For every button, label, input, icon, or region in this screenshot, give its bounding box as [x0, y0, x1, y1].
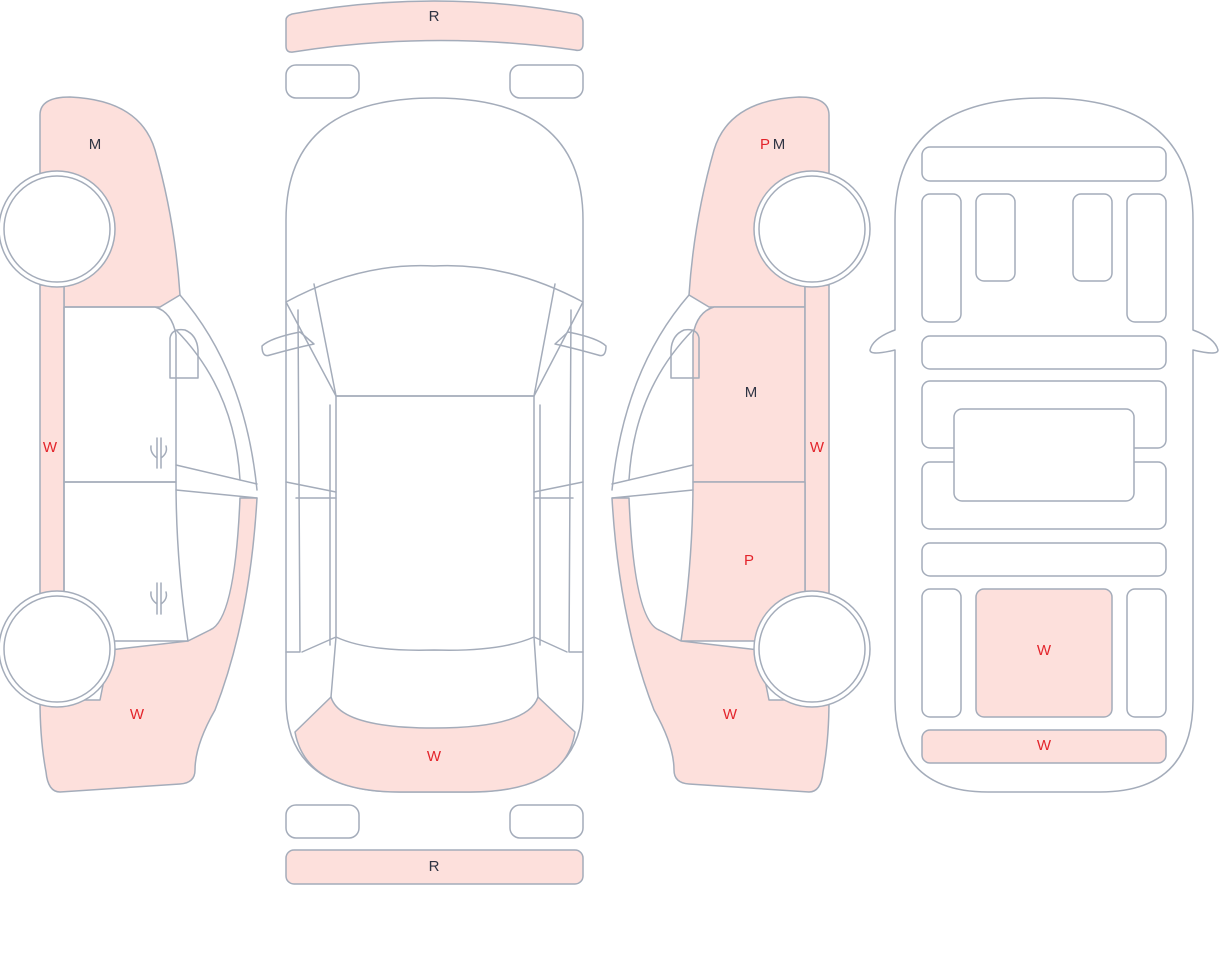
front-bumper-code: R: [429, 8, 440, 25]
right-headlight: [509, 64, 584, 99]
left-roof-rail: [175, 464, 258, 499]
top-right-mirror: [554, 331, 607, 357]
underbody-rear-center-code: W: [1037, 642, 1052, 659]
right-rear-quarter-code: W: [723, 706, 738, 723]
left-mirror: [169, 328, 199, 379]
left-headlight: [285, 64, 360, 99]
underbody-front-right-rail[interactable]: [1126, 193, 1167, 323]
left-rear-door[interactable]: [63, 481, 189, 642]
right-front-fender-code-2: M: [773, 136, 786, 153]
rear-bumper[interactable]: [285, 849, 584, 885]
right-mirror: [670, 328, 700, 379]
underbody-rear-center[interactable]: [975, 588, 1113, 718]
right-front-door[interactable]: [692, 306, 806, 483]
left-side-view: M W W: [0, 96, 258, 793]
underbody-tunnel[interactable]: [953, 408, 1135, 502]
underbody-rear-crossmember-code: W: [1037, 737, 1052, 754]
right-rear-quarter[interactable]: [611, 497, 830, 793]
left-rocker-code: W: [43, 439, 58, 456]
right-front-fender-code-1: P: [760, 136, 770, 153]
left-front-wheel[interactable]: [3, 175, 111, 283]
left-a-pillar: [175, 294, 258, 491]
front-bumper[interactable]: [285, 0, 584, 53]
right-taillight: [509, 804, 584, 839]
rear-window[interactable]: [294, 696, 576, 793]
top-view: R W R: [261, 0, 607, 885]
left-rear-quarter-code: W: [130, 706, 145, 723]
left-front-door[interactable]: [63, 306, 177, 483]
left-taillight: [285, 804, 360, 839]
right-a-pillar: [611, 294, 694, 491]
rear-window-code: W: [427, 748, 442, 765]
right-rocker-code: W: [810, 439, 825, 456]
underbody-mid-crossmember[interactable]: [921, 335, 1167, 370]
underbody-view: W W: [869, 97, 1219, 793]
underbody-rear-crossmember[interactable]: [921, 729, 1167, 764]
rear-bumper-code: R: [429, 858, 440, 875]
underbody-front-right-inner[interactable]: [1072, 193, 1113, 282]
right-front-wheel[interactable]: [758, 175, 866, 283]
underbody-rear-right-rail[interactable]: [1126, 588, 1167, 718]
left-rear-wheel[interactable]: [3, 595, 111, 703]
underbody-front-crossmember[interactable]: [921, 146, 1167, 182]
left-rear-quarter[interactable]: [39, 497, 258, 793]
underbody-rear-left-rail[interactable]: [921, 588, 962, 718]
underbody-rear-crossmember-upper[interactable]: [921, 542, 1167, 577]
right-roof-rail: [611, 464, 694, 499]
underbody-outline: [869, 97, 1219, 793]
underbody-front-left-inner[interactable]: [975, 193, 1016, 282]
right-side-view: P M M W P W: [611, 96, 871, 793]
underbody-front-left-rail[interactable]: [921, 193, 962, 323]
left-rear-door-handle: [150, 582, 168, 615]
right-front-door-code: M: [745, 384, 758, 401]
windshield: [285, 264, 584, 397]
right-rear-door-code: P: [744, 552, 754, 569]
left-front-fender-code: M: [89, 136, 102, 153]
right-rear-wheel[interactable]: [758, 595, 866, 703]
roof: [335, 395, 535, 651]
top-side-lines: [285, 283, 584, 698]
top-left-mirror: [261, 331, 315, 357]
left-front-door-handle: [150, 437, 168, 469]
